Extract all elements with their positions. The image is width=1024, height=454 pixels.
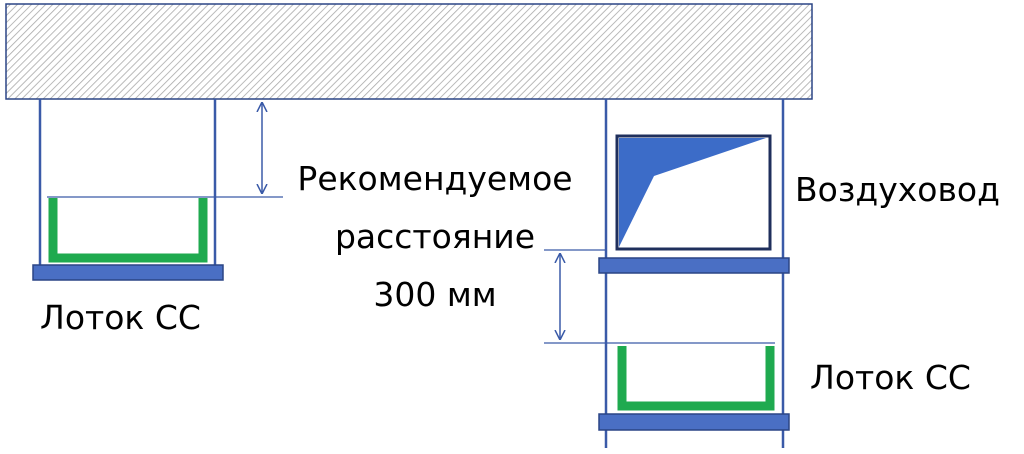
left-cable-tray [48,198,208,263]
left-tray-label: Лоток СС [40,298,201,337]
ceiling-slab [5,3,813,100]
recommended-distance-label: Рекомендуемое расстояние 300 мм [240,150,630,324]
right-tray-label: Лоток СС [810,358,971,397]
distance-label-line-3: 300 мм [373,275,497,314]
upper-right-shelf [598,257,790,274]
right-cable-tray [617,346,775,411]
air-duct-fill [619,138,766,247]
left-shelf [32,264,224,281]
distance-label-line-1: Рекомендуемое [297,159,573,198]
lower-right-shelf [598,413,790,431]
distance-label-line-2: расстояние [334,217,536,256]
air-duct-label: Воздуховод [795,170,1000,209]
